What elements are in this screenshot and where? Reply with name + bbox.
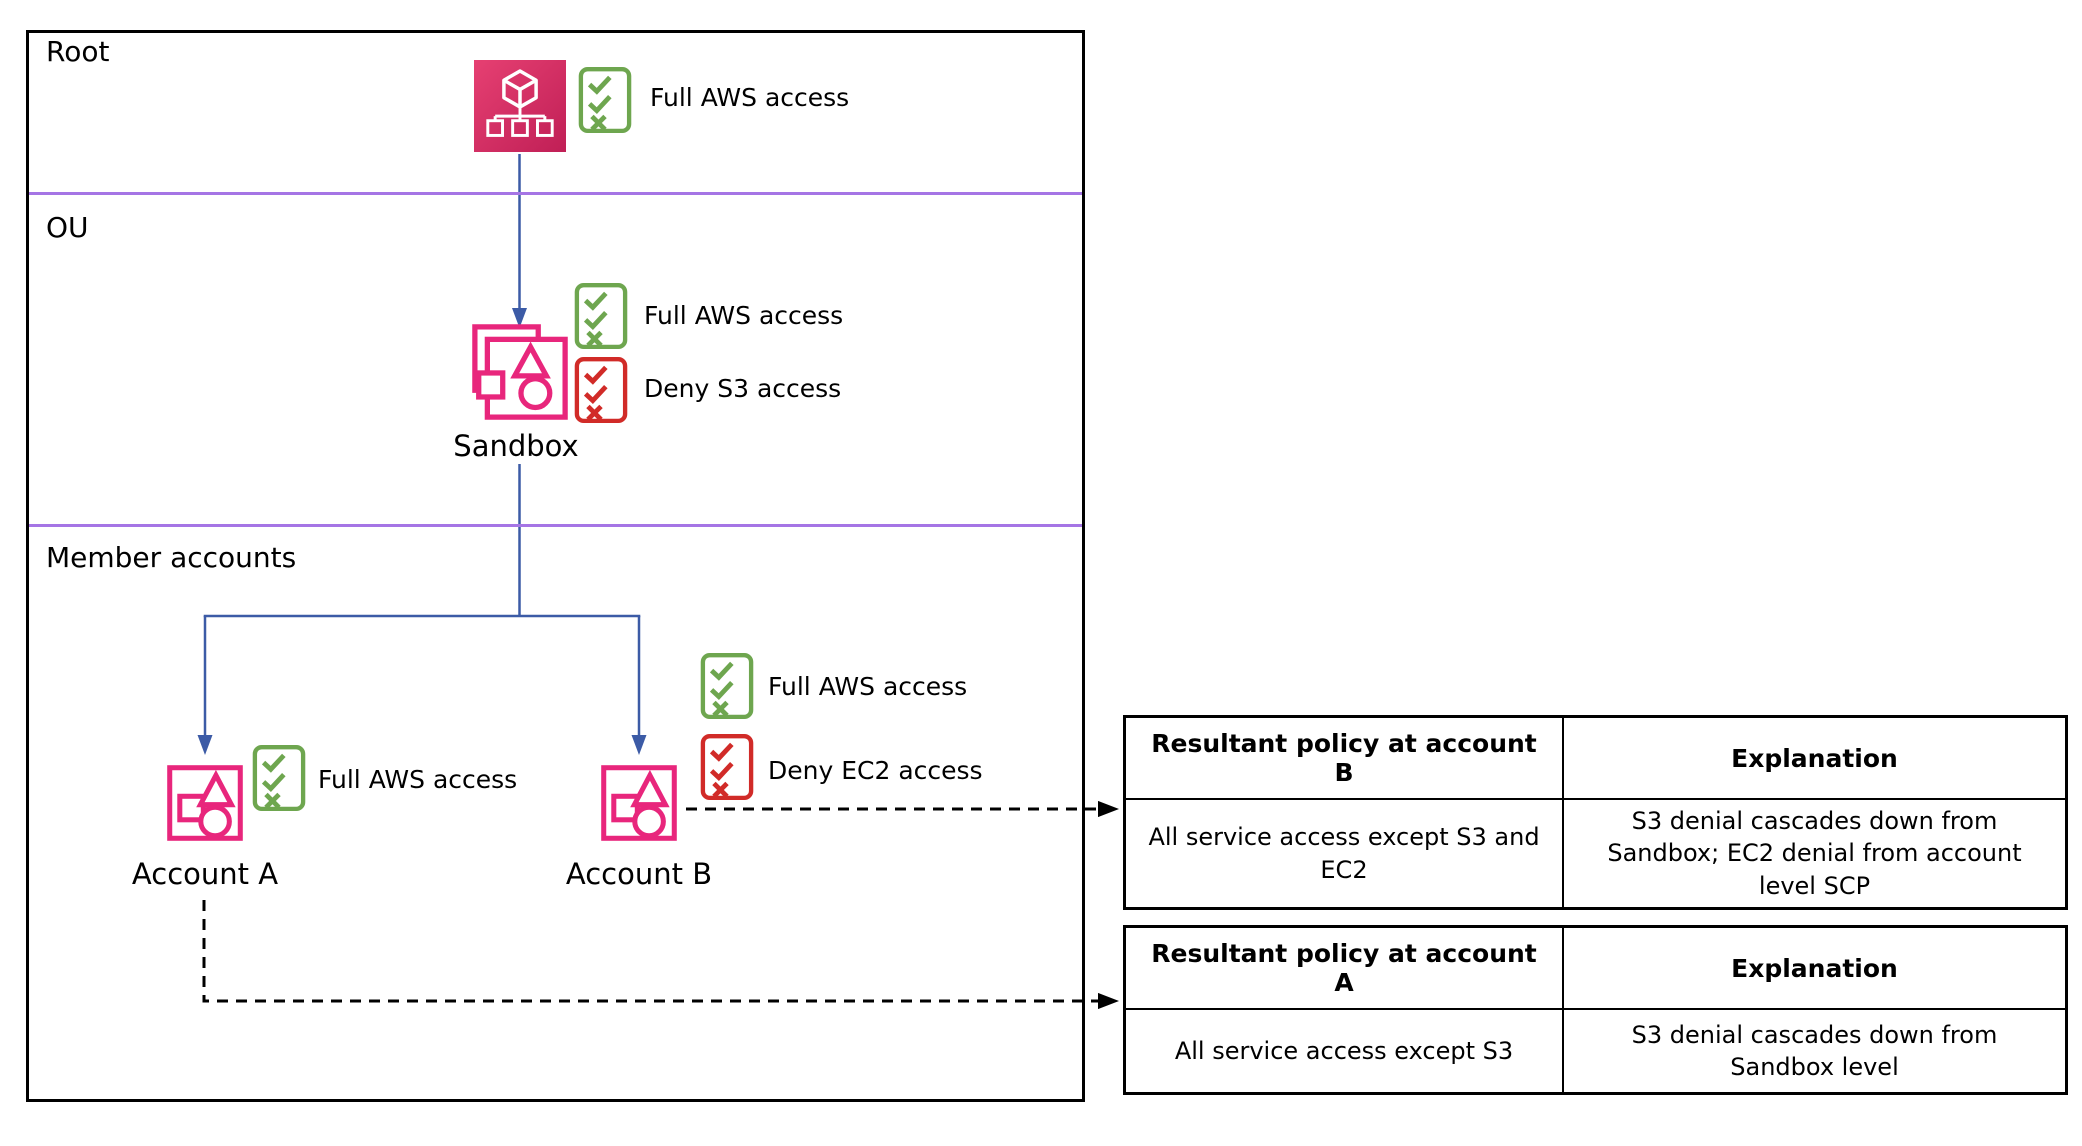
table-b-cell-explanation: S3 denial cascades down from Sandbox; EC… — [1562, 798, 2068, 910]
ou-allow-policy-label: Full AWS access — [644, 301, 844, 330]
section-label-root: Root — [46, 35, 110, 68]
policy-allow-icon — [700, 652, 754, 720]
table-b-header-policy: Resultant policy at account B — [1123, 715, 1564, 800]
account-b-name-label: Account B — [565, 857, 713, 891]
policy-allow-icon — [574, 282, 628, 350]
account-a-allow-policy-label: Full AWS access — [318, 765, 518, 794]
table-a-header-policy: Resultant policy at account A — [1123, 925, 1564, 1010]
policy-allow-icon — [252, 744, 306, 812]
table-a-cell-policy: All service access except S3 — [1123, 1008, 1564, 1095]
resultant-policy-table-account-b: Resultant policy at account B Explanatio… — [1123, 715, 2068, 911]
section-divider-ou-member — [29, 524, 1082, 527]
account-b-allow-policy-label: Full AWS access — [768, 672, 968, 701]
table-row: All service access except S3 and EC2 S3 … — [1123, 798, 2068, 910]
table-header-row: Resultant policy at account B Explanatio… — [1123, 715, 2068, 800]
table-b-header-explanation: Explanation — [1562, 715, 2068, 800]
account-b-deny-policy-label: Deny EC2 access — [768, 756, 983, 785]
organizations-root-icon — [474, 60, 566, 152]
section-divider-root-ou — [29, 192, 1082, 195]
policy-deny-icon — [700, 733, 754, 801]
policy-deny-icon — [574, 356, 628, 424]
root-policy-label: Full AWS access — [650, 83, 850, 112]
table-row: All service access except S3 S3 denial c… — [1123, 1008, 2068, 1095]
account-b-icon — [597, 761, 681, 845]
table-header-row: Resultant policy at account A Explanatio… — [1123, 925, 2068, 1010]
section-label-ou: OU — [46, 211, 89, 244]
account-a-name-label: Account A — [131, 857, 279, 891]
account-a-icon — [163, 761, 247, 845]
policy-allow-icon — [578, 66, 632, 134]
section-label-member-accounts: Member accounts — [46, 541, 297, 574]
organization-box — [26, 30, 1085, 1102]
ou-deny-policy-label: Deny S3 access — [644, 374, 842, 403]
organizational-unit-icon — [472, 324, 568, 420]
ou-name-label: Sandbox — [453, 429, 579, 463]
resultant-policy-table-account-a: Resultant policy at account A Explanatio… — [1123, 925, 2068, 1095]
table-a-cell-explanation: S3 denial cascades down from Sandbox lev… — [1562, 1008, 2068, 1095]
table-b-cell-policy: All service access except S3 and EC2 — [1123, 798, 1564, 910]
table-a-header-explanation: Explanation — [1562, 925, 2068, 1010]
